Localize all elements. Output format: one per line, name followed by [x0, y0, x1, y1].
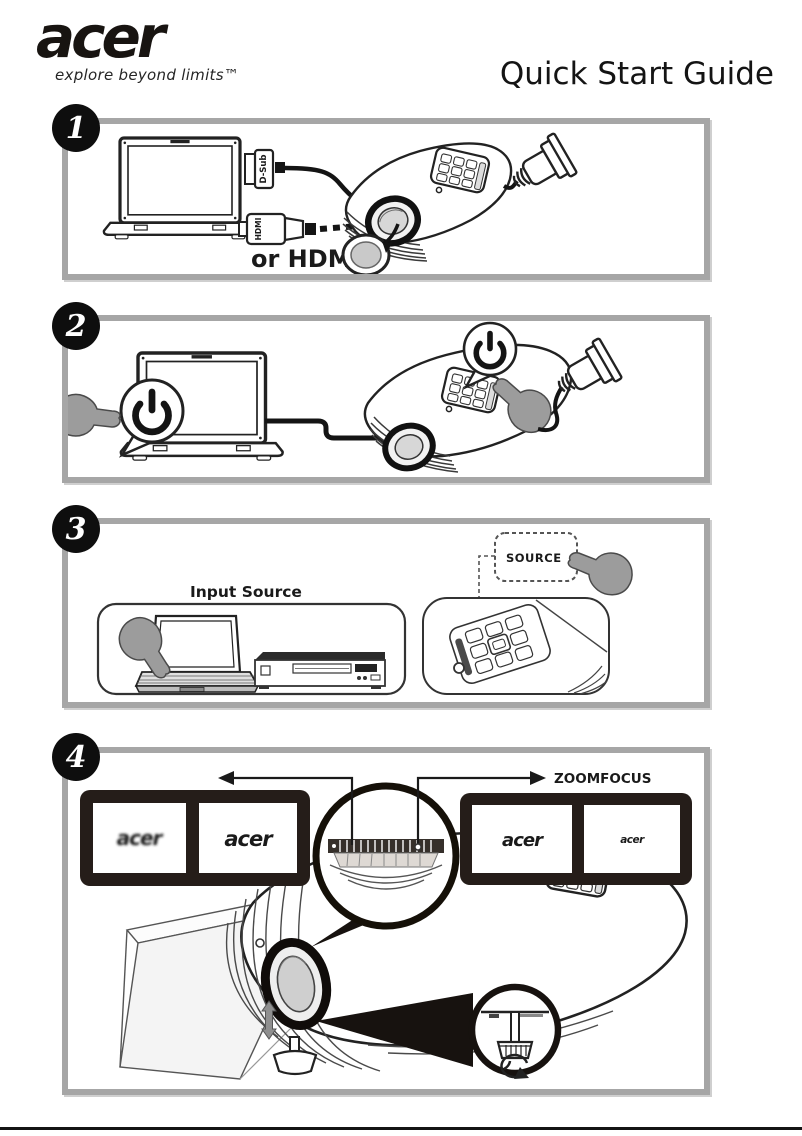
laptop-power-callout — [118, 378, 185, 458]
acer-logo-small: acer — [620, 834, 645, 846]
power-plug-icon — [502, 131, 579, 204]
left-arrowhead-icon — [218, 771, 234, 785]
acer-logo: acer — [36, 3, 165, 71]
hdmi-label: HDMI — [254, 217, 263, 240]
zoom-focus-arrows — [230, 776, 534, 847]
zoom-focus-label: ZOOMFOCUS — [554, 771, 651, 787]
step-2-badge: 2 — [52, 302, 100, 350]
focus-screens: acer acer — [80, 790, 310, 886]
dsub-connector: D-Sub — [244, 148, 285, 190]
projector-lens — [365, 195, 421, 247]
keypad-closeup — [422, 597, 610, 695]
dsub-label: D-Sub — [259, 155, 269, 184]
projector-keypad — [449, 604, 551, 684]
step-2-illustration — [68, 321, 624, 473]
up-down-arrow-icon — [261, 1000, 277, 1040]
focus-ring-ticks — [346, 853, 421, 867]
step-2-panel — [62, 315, 710, 483]
step-3-panel: Input Source — [62, 518, 710, 708]
step-1-badge: 1 — [52, 104, 100, 152]
input-source-label: Input Source — [190, 583, 302, 601]
zoom-screens: acer acer — [460, 793, 692, 885]
power-cord — [537, 385, 564, 432]
callout-connector-line — [478, 555, 495, 624]
adjustable-foot — [272, 1036, 318, 1076]
projector-illustration — [342, 142, 513, 262]
laptop-illustration — [102, 136, 258, 241]
dvd-player — [254, 652, 386, 689]
step-4-badge: 4 — [52, 733, 100, 781]
projector-led — [435, 186, 443, 194]
foot-callout — [468, 983, 562, 1079]
acer-logo-focused: acer — [224, 827, 274, 851]
step-1-panel: D-Sub HDMI or HDMI — [62, 118, 710, 280]
acer-tagline: explore beyond limits™ — [55, 66, 240, 84]
focus-ring-marker — [414, 843, 422, 851]
step-1-illustration: D-Sub HDMI or HDMI — [102, 131, 579, 274]
laptop-illustration — [134, 614, 260, 693]
source-button-label: SOURCE — [506, 551, 562, 565]
step-4-illustration: acer acer acer acer — [80, 771, 692, 1080]
page-bottom-rule — [0, 1127, 802, 1130]
projector-power-callout — [462, 321, 518, 390]
hdmi-connector: HDMI — [238, 212, 316, 246]
projector-led — [453, 662, 465, 674]
zoom-ring-ticks — [339, 840, 432, 852]
projector-led — [255, 938, 265, 948]
acer-logo-blurry: acer — [117, 826, 164, 850]
projector-led — [445, 405, 453, 413]
right-arrowhead-icon — [530, 771, 546, 785]
step-3-badge: 3 — [52, 505, 100, 553]
acer-logo-large: acer — [502, 830, 544, 851]
rotate-arrow-icon — [500, 1053, 529, 1079]
step-3-illustration: Input Source — [96, 532, 638, 696]
lens-cap — [341, 223, 400, 274]
step-4-panel: acer acer acer acer — [62, 747, 710, 1095]
projector-lens — [382, 422, 436, 472]
page-title: Quick Start Guide — [499, 56, 774, 92]
projector-lens — [260, 937, 332, 1031]
magnifier-callout — [312, 782, 460, 930]
hand-icon — [68, 393, 121, 437]
foot-callout-pointer — [316, 993, 473, 1067]
